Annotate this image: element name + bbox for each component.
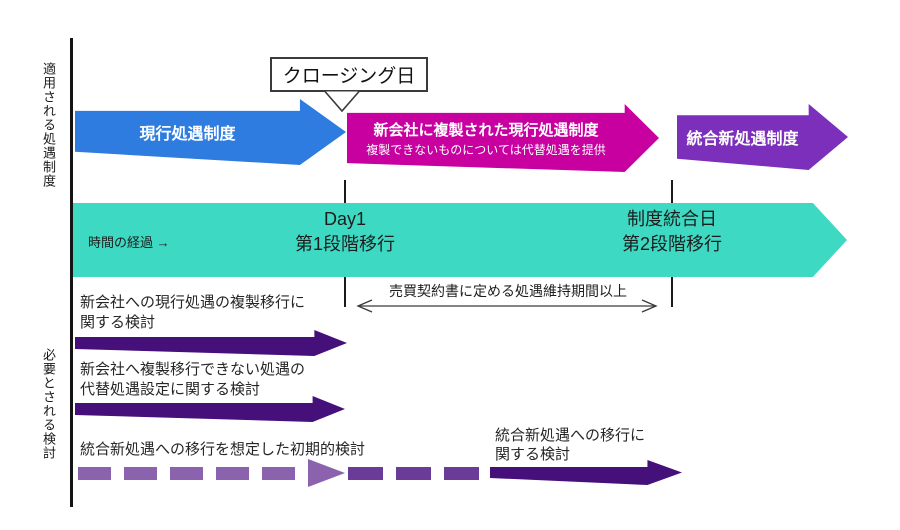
timeline-arrow (72, 203, 847, 277)
study-initial-arrowhead-icon (308, 459, 345, 487)
replicated-system-label: 新会社に複製された現行処遇制度 (373, 121, 599, 139)
maintenance-period-label: 売買契約書に定める処遇維持期間以上 (389, 283, 627, 299)
milestone-day1-subtitle: 第1段階移行 (294, 234, 395, 254)
axis-label-applied-systems: 適用される処遇制度 (41, 62, 56, 188)
study-initial-dashed-continuation (348, 467, 480, 480)
time-elapsed-label: 時間の経過 → (88, 235, 170, 250)
milestone-day1-title: Day1 (323, 209, 367, 229)
study-replication-label: 新会社への現行処遇の複製移行に 関する検討 (80, 294, 306, 331)
vertical-axis-line (70, 38, 73, 507)
current-system-arrow: 現行処遇制度 (75, 99, 346, 165)
study-migration-label: 統合新処遇への移行に 関する検討 (495, 427, 646, 463)
axis-label-required-studies: 必要とされる検討 (41, 348, 56, 460)
milestone-integration-subtitle: 第2段階移行 (621, 234, 722, 254)
integrated-system-label: 統合新処遇制度 (686, 131, 799, 148)
milestone-day1: Day1 第1段階移行 (255, 207, 435, 257)
callout-pointer-icon (324, 90, 360, 113)
study-initial-label: 統合新処遇への移行を想定した初期的検討 (80, 441, 366, 458)
double-headed-arrow-icon (356, 299, 658, 313)
current-system-label: 現行処遇制度 (139, 126, 236, 143)
study-replication-arrow (75, 330, 347, 356)
study-initial-dashed-arrow (78, 467, 296, 480)
milestone-integration-title: 制度統合日 (627, 209, 717, 229)
closing-day-callout: クロージング日 (270, 57, 428, 92)
milestone-integration: 制度統合日 第2段階移行 (582, 207, 762, 257)
replicated-system-arrow: 新会社に複製された現行処遇制度 複製できないものについては代替処遇を提供 (347, 104, 659, 172)
replicated-system-sublabel: 複製できないものについては代替処遇を提供 (366, 142, 606, 157)
integrated-system-arrow: 統合新処遇制度 (677, 104, 848, 170)
study-alternative-label: 新会社へ複製移行できない処遇の 代替処遇設定に関する検討 (80, 361, 306, 398)
